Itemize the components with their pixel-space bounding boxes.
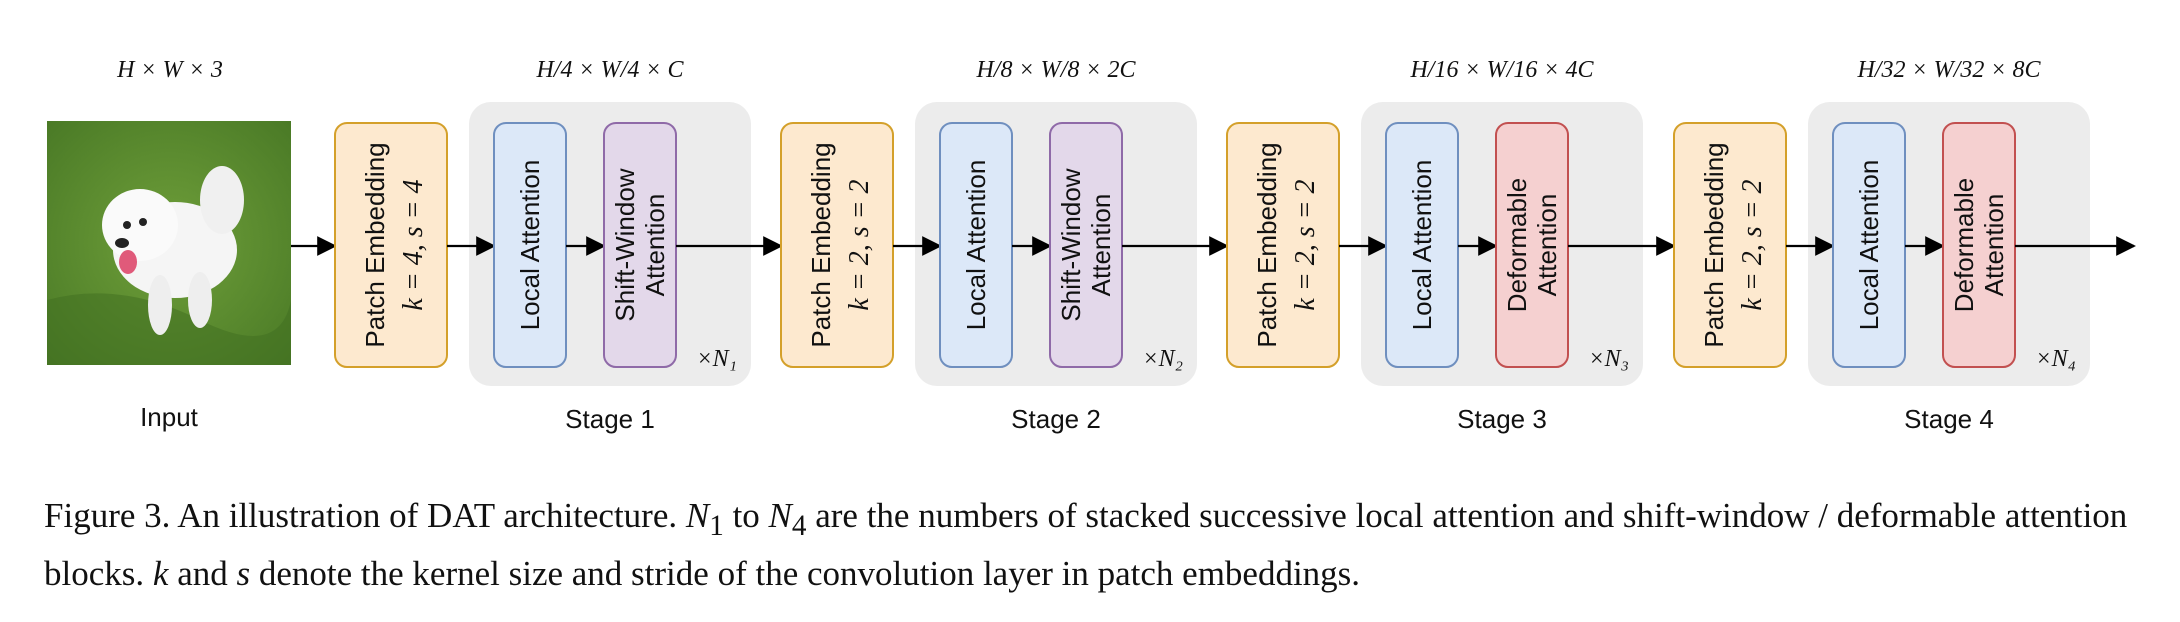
stage-dims: H/16 × W/16 × 4C (1409, 57, 1594, 83)
patch-embedding-label: Patch Embedding (360, 142, 390, 347)
second-block-label-line1: Shift-Window (610, 168, 640, 321)
repeat-count: ×N₁ (696, 346, 737, 372)
patch-embedding-params: k = 2, s = 2 (1290, 179, 1321, 310)
second-block-label-line2: Attention (1979, 194, 2009, 297)
repeat-count: ×N₄ (2035, 346, 2076, 372)
patch-embedding-label: Patch Embedding (806, 142, 836, 347)
stage-3: Patch Embedding k = 2, s = 2 Local Attenti… (1226, 57, 1676, 434)
patch-embedding-params: k = 2, s = 2 (1737, 179, 1768, 310)
stage-label: Stage 1 (565, 404, 655, 434)
local-attention-label: Local Attention (515, 160, 545, 331)
caption-figure-number: Figure 3. (44, 496, 171, 535)
repeat-count: ×N₂ (1142, 346, 1183, 372)
second-block-label-line2: Attention (1532, 194, 1562, 297)
local-attention-label: Local Attention (1854, 160, 1884, 331)
local-attention-label: Local Attention (961, 160, 991, 331)
patch-embedding-label: Patch Embedding (1699, 142, 1729, 347)
stage-dims: H/8 × W/8 × 2C (975, 57, 1136, 83)
second-block-label-line2: Attention (1086, 194, 1116, 297)
stage-label: Stage 3 (1457, 404, 1547, 434)
patch-embedding-box (334, 122, 448, 368)
stage-dims: H/32 × W/32 × 8C (1856, 57, 2041, 83)
patch-embedding-box (780, 122, 894, 368)
stage-label: Stage 4 (1904, 404, 1994, 434)
patch-embedding-box (1673, 122, 1787, 368)
patch-embedding-params: k = 4, s = 4 (398, 179, 429, 310)
input-image (47, 121, 291, 365)
stage-4: Patch Embedding k = 2, s = 2 Local Attenti… (1673, 57, 2090, 434)
second-block-label-line1: Shift-Window (1056, 168, 1086, 321)
second-block-label-line1: Deformable (1502, 178, 1532, 312)
patch-embedding-box (1226, 122, 1340, 368)
input-dims: H × W × 3 (116, 57, 223, 83)
patch-embedding-label: Patch Embedding (1252, 142, 1282, 347)
patch-embedding-params: k = 2, s = 2 (844, 179, 875, 310)
dat-architecture-diagram: H × W × 3 Input Patch Embedding k = 4, s … (47, 57, 2136, 434)
second-block-label-line2: Attention (640, 194, 670, 297)
figure-caption: Figure 3. An illustration of DAT archite… (44, 496, 2128, 593)
input-label: Input (140, 402, 199, 432)
second-block-label-line1: Deformable (1949, 178, 1979, 312)
stage-1: Patch Embedding k = 4, s = 4 Local Attenti… (334, 57, 783, 434)
local-attention-label: Local Attention (1407, 160, 1437, 331)
stage-label: Stage 2 (1011, 404, 1101, 434)
repeat-count: ×N₃ (1588, 346, 1629, 372)
stage-2: Patch Embedding k = 2, s = 2 Local Attenti… (780, 57, 1229, 434)
stage-dims: H/4 × W/4 × C (535, 57, 684, 83)
